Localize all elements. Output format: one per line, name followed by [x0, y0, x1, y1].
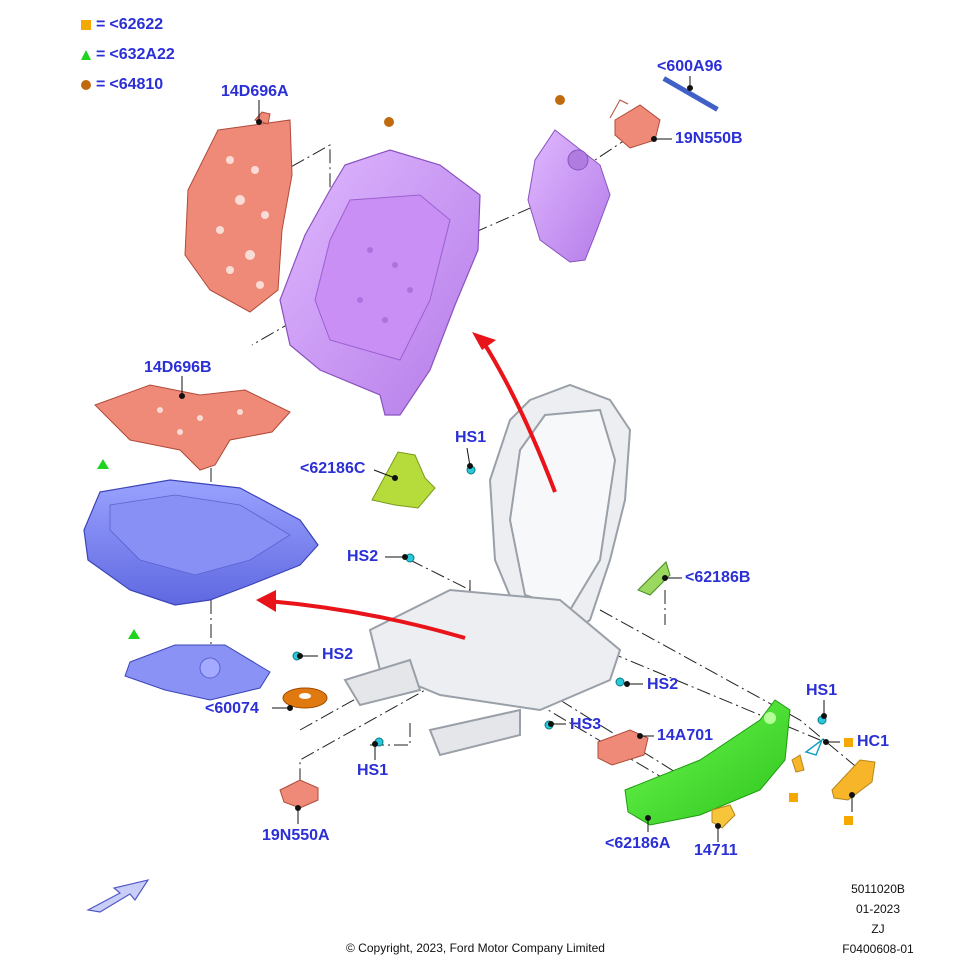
legend-code: <64810	[109, 76, 164, 93]
label-hc1: HC1	[857, 733, 890, 750]
handle-part	[831, 759, 876, 801]
cushion-motor-part	[279, 779, 319, 809]
module-part	[597, 729, 649, 766]
legend-eq: =	[96, 16, 106, 33]
label-62186a: <62186A	[605, 835, 671, 852]
legend-eq: =	[96, 76, 106, 93]
seat-back-part	[279, 149, 481, 416]
copyright-text: © Copyright, 2023, Ford Motor Company Li…	[346, 941, 605, 955]
label-60074: <60074	[205, 700, 259, 717]
side-shield-part	[624, 699, 791, 826]
spacer-part	[282, 687, 328, 709]
label-hs1-top: HS1	[455, 429, 487, 446]
label-hs1-bottom: HS1	[357, 762, 389, 779]
front-direction-icon	[86, 879, 150, 913]
clip-part	[791, 754, 805, 773]
legend-code: <632A22	[109, 46, 175, 63]
label-14a701: 14A701	[657, 727, 714, 744]
upper-back-pad-part	[184, 111, 293, 313]
label-600a96: <600A96	[657, 58, 723, 75]
legend-row-square: = <62622	[80, 16, 163, 34]
legend-row-triangle: = <632A22	[80, 46, 175, 64]
label-14d696a: 14D696A	[221, 83, 289, 100]
label-leaders	[179, 76, 855, 842]
meta-figure-id: F0400608-01	[842, 942, 914, 956]
seat-frame-part	[343, 383, 632, 757]
rod-part	[662, 76, 719, 112]
meta-code: 5011020B	[851, 882, 905, 896]
direction-arrows	[256, 332, 557, 640]
label-hs1-right: HS1	[806, 682, 838, 699]
bracket-c-part	[371, 451, 436, 509]
meta-date: 01-2023	[855, 902, 901, 916]
cushion-pad-part	[94, 384, 291, 471]
label-hs2-lower: HS2	[322, 646, 354, 663]
legend-code: <62622	[109, 16, 164, 33]
label-19n550a: 19N550A	[262, 827, 330, 844]
bracket-b-part	[637, 561, 671, 596]
brown-circle-icon	[81, 80, 91, 90]
green-triangle-icon	[81, 50, 91, 60]
orange-square-icon	[81, 20, 91, 30]
back-panel-part	[527, 129, 611, 263]
hc1-clip-part	[804, 737, 824, 756]
label-19n550b: 19N550B	[675, 130, 743, 147]
label-hs2-left: HS2	[347, 548, 379, 565]
callout-markers	[97, 95, 853, 825]
label-hs3: HS3	[570, 716, 602, 733]
legend-row-circle: = <64810	[80, 76, 163, 94]
label-62186b: <62186B	[685, 569, 751, 586]
seat-cushion-part	[83, 479, 319, 606]
knob-part	[711, 804, 736, 829]
label-62186c: <62186C	[300, 460, 366, 477]
cushion-pan-part	[124, 644, 271, 701]
label-hs2-right: HS2	[647, 676, 679, 693]
legend-eq: =	[96, 46, 106, 63]
label-14d696b: 14D696B	[144, 359, 212, 376]
meta-region: ZJ	[871, 922, 885, 936]
label-14711: 14711	[694, 842, 738, 859]
